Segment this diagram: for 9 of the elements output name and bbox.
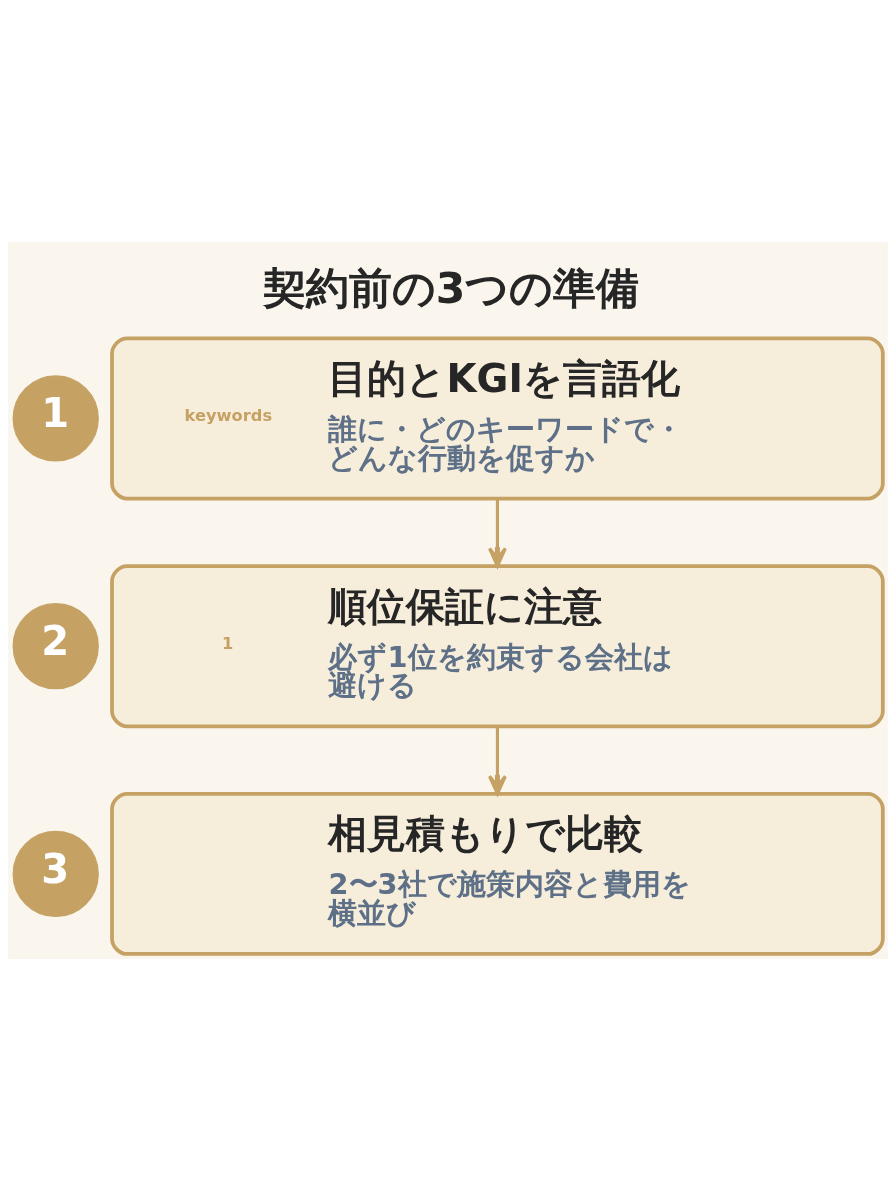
node-box: keywords 目的とKGIを言語化 誰に・どのキーワードで・どんな行動を促すか <box>110 335 885 500</box>
arrow <box>487 726 507 795</box>
node-box: 1 順位保証に注意 必ず1位を約束する会社は避ける <box>110 563 885 728</box>
node-circle: 3 <box>12 830 99 917</box>
node-circle: 2 <box>12 602 99 689</box>
diagram-title: 契約前の3つの準備 <box>262 263 640 313</box>
arrow <box>487 498 507 568</box>
node-circle: 1 <box>12 374 99 462</box>
node-box: 相見積もりで比較 2〜3社で施策内容と費用を横並び <box>110 791 885 956</box>
